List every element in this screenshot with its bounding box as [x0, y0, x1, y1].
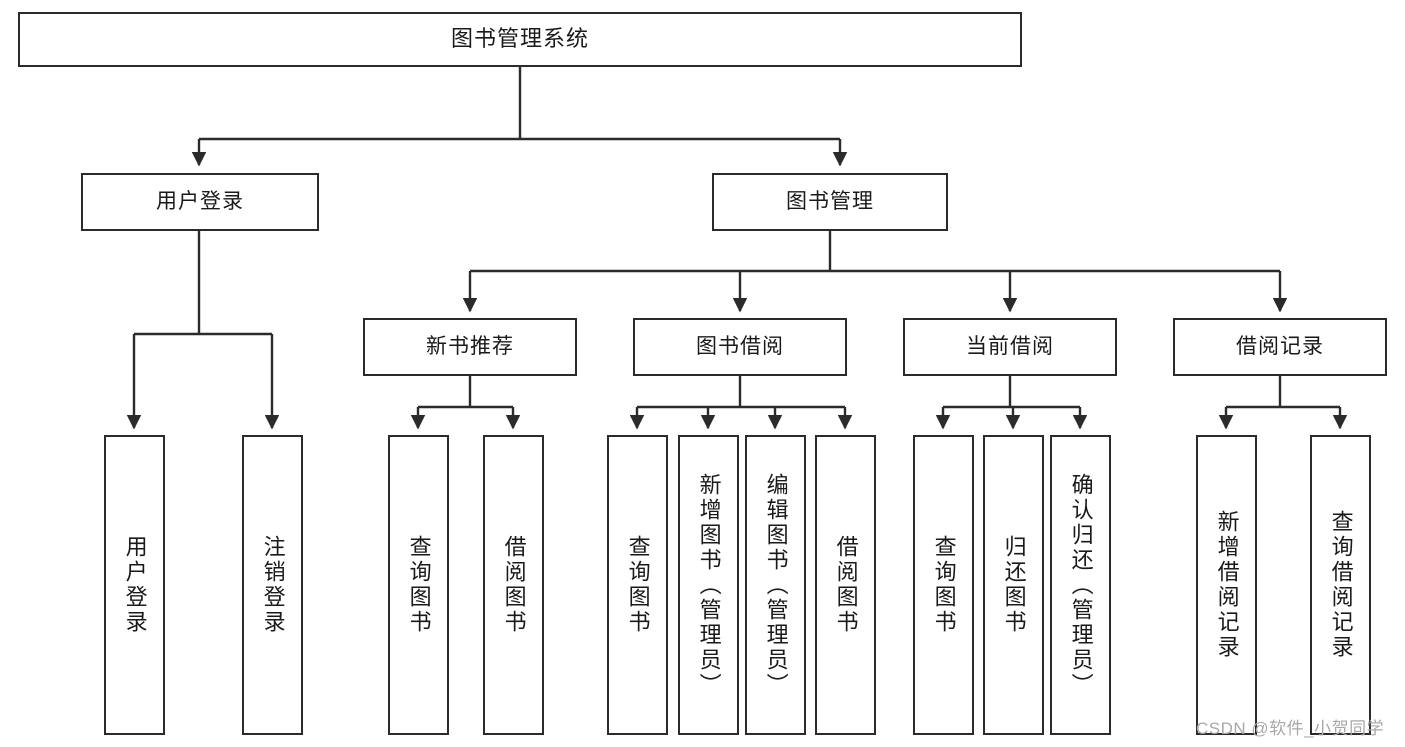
node-current-borrow-label: 当前借阅: [966, 334, 1054, 358]
node-leaf-add-record[interactable]: 新增借阅记录: [1196, 435, 1257, 735]
node-book-management[interactable]: 图书管理: [712, 173, 948, 231]
node-leaf-query-book-1[interactable]: 查询图书: [388, 435, 449, 735]
node-leaf-borrow-book-1-label: 借阅图书: [501, 535, 527, 635]
node-leaf-query-book-3-label: 查询图书: [931, 535, 957, 635]
node-book-borrow[interactable]: 图书借阅: [633, 318, 847, 376]
node-leaf-borrow-book-2-label: 借阅图书: [833, 535, 859, 635]
node-root-label: 图书管理系统: [450, 26, 589, 52]
node-leaf-query-book-1-label: 查询图书: [406, 535, 432, 635]
node-leaf-logout-login-label: 注销登录: [260, 535, 286, 635]
node-leaf-return-book-label: 归还图书: [1001, 535, 1027, 635]
node-leaf-query-book-3[interactable]: 查询图书: [913, 435, 974, 735]
node-leaf-query-book-2-label: 查询图书: [625, 535, 651, 635]
node-leaf-return-book[interactable]: 归还图书: [983, 435, 1044, 735]
node-leaf-borrow-book-2[interactable]: 借阅图书: [815, 435, 876, 735]
node-leaf-borrow-book-1[interactable]: 借阅图书: [483, 435, 544, 735]
node-book-borrow-label: 图书借阅: [696, 334, 784, 358]
node-leaf-user-login[interactable]: 用户登录: [104, 435, 165, 735]
node-leaf-edit-book-label: 编辑图书（管理员）: [763, 472, 789, 698]
node-leaf-add-record-label: 新增借阅记录: [1214, 510, 1240, 660]
node-leaf-add-book-label: 新增图书（管理员）: [696, 472, 722, 698]
node-leaf-query-record[interactable]: 查询借阅记录: [1310, 435, 1371, 735]
node-leaf-logout-login[interactable]: 注销登录: [242, 435, 303, 735]
node-leaf-query-book-2[interactable]: 查询图书: [607, 435, 668, 735]
node-current-borrow[interactable]: 当前借阅: [903, 318, 1117, 376]
node-book-management-label: 图书管理: [786, 189, 874, 213]
node-leaf-confirm-return-label: 确认归还（管理员）: [1068, 472, 1094, 698]
node-user-login[interactable]: 用户登录: [81, 173, 319, 231]
node-leaf-edit-book[interactable]: 编辑图书（管理员）: [745, 435, 806, 735]
node-new-book-recommend[interactable]: 新书推荐: [363, 318, 577, 376]
node-borrow-record-label: 借阅记录: [1236, 334, 1324, 358]
node-borrow-record[interactable]: 借阅记录: [1173, 318, 1387, 376]
node-user-login-label: 用户登录: [156, 189, 244, 213]
node-leaf-query-record-label: 查询借阅记录: [1328, 510, 1354, 660]
node-leaf-confirm-return[interactable]: 确认归还（管理员）: [1050, 435, 1111, 735]
node-new-book-recommend-label: 新书推荐: [426, 334, 514, 358]
node-leaf-user-login-label: 用户登录: [122, 535, 148, 635]
node-root[interactable]: 图书管理系统: [18, 12, 1022, 67]
node-leaf-add-book[interactable]: 新增图书（管理员）: [678, 435, 739, 735]
